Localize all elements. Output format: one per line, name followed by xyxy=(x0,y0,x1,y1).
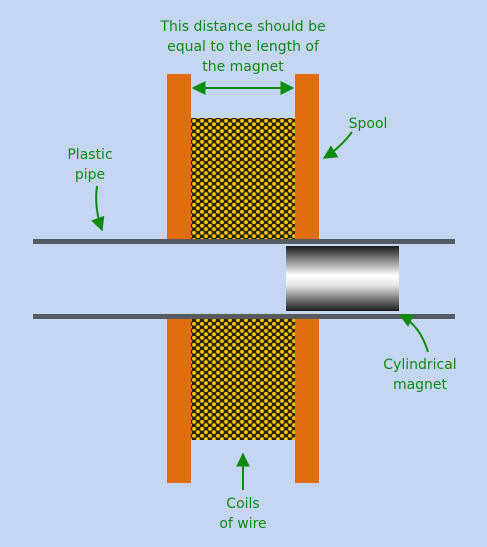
coil-upper xyxy=(191,118,295,239)
cylindrical-magnet-label-line1: Cylindrical xyxy=(383,357,457,373)
distance-label-line2: equal to the length of xyxy=(167,39,319,55)
coils-of-wire-label-line2: of wire xyxy=(219,516,267,532)
cylindrical-magnet xyxy=(286,246,399,311)
cylindrical-magnet-label-line2: magnet xyxy=(392,377,448,393)
plastic-pipe-label-line1: Plastic xyxy=(67,147,113,163)
pipe-upper-wall xyxy=(33,239,455,244)
coils-of-wire-label: Coils of wire xyxy=(219,494,266,534)
spool-pointer-arrow xyxy=(322,131,353,159)
plastic-pipe-label-line2: pipe xyxy=(74,167,106,183)
coil-lower xyxy=(191,319,295,440)
spool-left-flange-lower xyxy=(167,319,191,483)
magnet-pointer-arrow xyxy=(398,314,429,353)
distance-label-line1: This distance should be xyxy=(160,19,326,35)
distance-label: This distance should be equal to the len… xyxy=(160,17,325,77)
distance-label-line3: the magnet xyxy=(202,59,284,75)
pipe-pointer-arrow xyxy=(91,185,105,232)
spool-label: Spool xyxy=(349,114,388,134)
coils-of-wire-label-line1: Coils xyxy=(226,496,260,512)
spool-label-text: Spool xyxy=(348,116,388,132)
pipe-lower-wall xyxy=(33,314,455,319)
cylindrical-magnet-label: Cylindrical magnet xyxy=(383,355,456,395)
spool-right-flange-upper xyxy=(295,74,319,240)
spool-right-flange-lower xyxy=(295,319,319,483)
spool-left-flange-upper xyxy=(167,74,191,240)
plastic-pipe-label: Plastic pipe xyxy=(67,145,112,185)
